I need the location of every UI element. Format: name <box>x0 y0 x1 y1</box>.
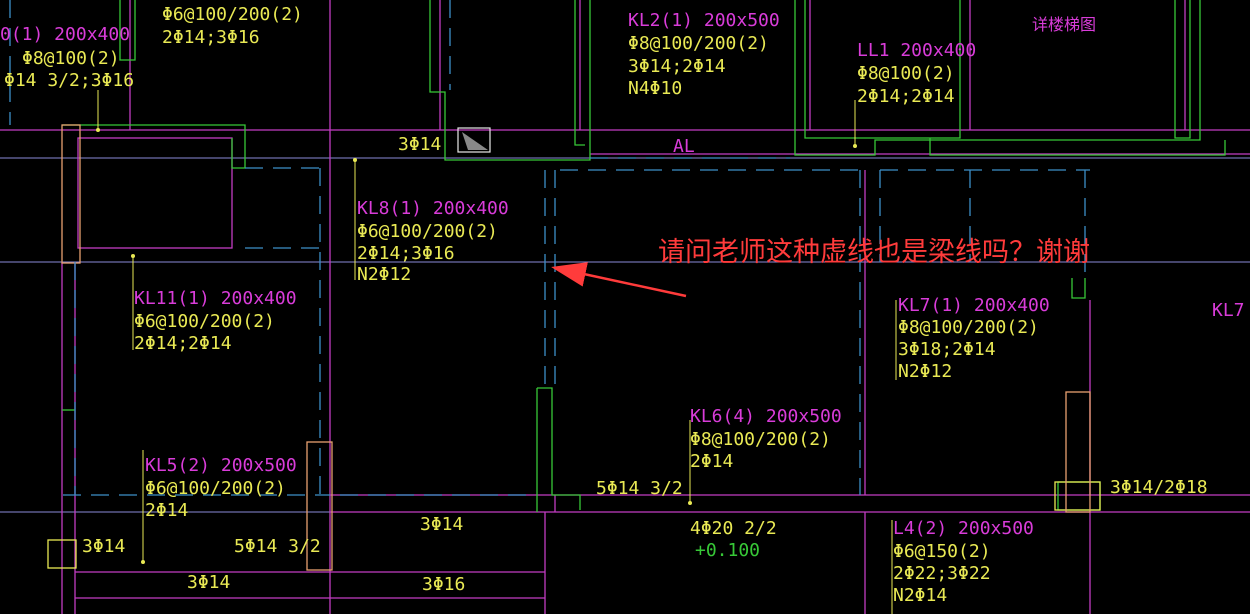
columns <box>47 481 1101 569</box>
top-left-rebar: Φ14 3/2;3Φ16 <box>4 70 134 91</box>
rebar-3d14-bottom: 3Φ14 <box>187 572 230 593</box>
top-beam-stirrup: Φ6@100/200(2) <box>162 4 303 25</box>
kl6-rebar: 2Φ14 <box>690 451 733 472</box>
kl7-rebar: 3Φ18;2Φ14 <box>898 339 996 360</box>
top-left-stirrup: Φ8@100(2) <box>22 48 120 69</box>
dashed-beam-lines <box>9 0 1090 496</box>
l4-waist: N2Φ14 <box>893 585 947 606</box>
kl2-waist: N4Φ10 <box>628 78 682 99</box>
top-beam-rebar: 2Φ14;3Φ16 <box>162 27 260 48</box>
rebar-3d16-bottom: 3Φ16 <box>422 574 465 595</box>
kl2-stirrup: Φ8@100/200(2) <box>628 33 769 54</box>
kl8-rebar: 2Φ14;3Φ16 <box>357 243 455 264</box>
rebar-3d14-top: 3Φ14 <box>398 134 441 155</box>
top-left-beam: 0(1) 200x400 <box>0 24 130 45</box>
rebar-4d20: 4Φ20 2/2 <box>690 518 777 539</box>
annotation-arrow <box>551 262 687 298</box>
al-label: AL <box>673 136 695 157</box>
ll1-stirrup: Φ8@100(2) <box>857 63 955 84</box>
rebar-3d14-left: 3Φ14 <box>82 536 125 557</box>
l4-rebar: 2Φ22;3Φ22 <box>893 563 991 584</box>
stair-label: 详楼梯图 <box>1032 15 1096 34</box>
leader-dots <box>96 128 857 564</box>
column-outlines <box>61 124 1091 571</box>
kl8-waist: N2Φ12 <box>357 264 411 285</box>
drawing-text: 0(1) 200x400 Φ8@100(2) Φ14 3/2;3Φ16 Φ6@1… <box>0 4 1245 606</box>
ll1-title: LL1 200x400 <box>857 40 976 61</box>
kl7-edge: KL7 <box>1212 300 1245 321</box>
kl5-title: KL5(2) 200x500 <box>145 455 297 476</box>
kl6-stirrup: Φ8@100/200(2) <box>690 429 831 450</box>
kl2-rebar: 3Φ14;2Φ14 <box>628 56 726 77</box>
rebar-3d14-mid: 3Φ14 <box>420 514 463 535</box>
kl11-rebar: 2Φ14;2Φ14 <box>134 333 232 354</box>
kl11-title: KL11(1) 200x400 <box>134 288 297 309</box>
kl8-stirrup: Φ6@100/200(2) <box>357 221 498 242</box>
kl7-stirrup: Φ8@100/200(2) <box>898 317 1039 338</box>
kl6-title: KL6(4) 200x500 <box>690 406 842 427</box>
kl7-title: KL7(1) 200x400 <box>898 295 1050 316</box>
kl7-waist: N2Φ12 <box>898 361 952 382</box>
kl2-title: KL2(1) 200x500 <box>628 10 780 31</box>
rebar-3d14-2d18: 3Φ14/2Φ18 <box>1110 477 1208 498</box>
l4-title: L4(2) 200x500 <box>893 518 1034 539</box>
kl11-stirrup: Φ6@100/200(2) <box>134 311 275 332</box>
l4-stirrup: Φ6@150(2) <box>893 541 991 562</box>
rebar-5d14-mid: 5Φ14 3/2 <box>596 478 683 499</box>
rebar-5d14-low: 5Φ14 3/2 <box>234 536 321 557</box>
stair-symbol <box>457 127 491 153</box>
kl5-rebar: 2Φ14 <box>145 500 188 521</box>
elevation: +0.100 <box>695 540 760 561</box>
kl5-stirrup: Φ6@100/200(2) <box>145 478 286 499</box>
kl8-title: KL8(1) 200x400 <box>357 198 509 219</box>
question-note: 请问老师这种虚线也是梁线吗？谢谢 <box>658 237 1090 268</box>
ll1-rebar: 2Φ14;2Φ14 <box>857 86 955 107</box>
leader-lines <box>97 90 897 614</box>
